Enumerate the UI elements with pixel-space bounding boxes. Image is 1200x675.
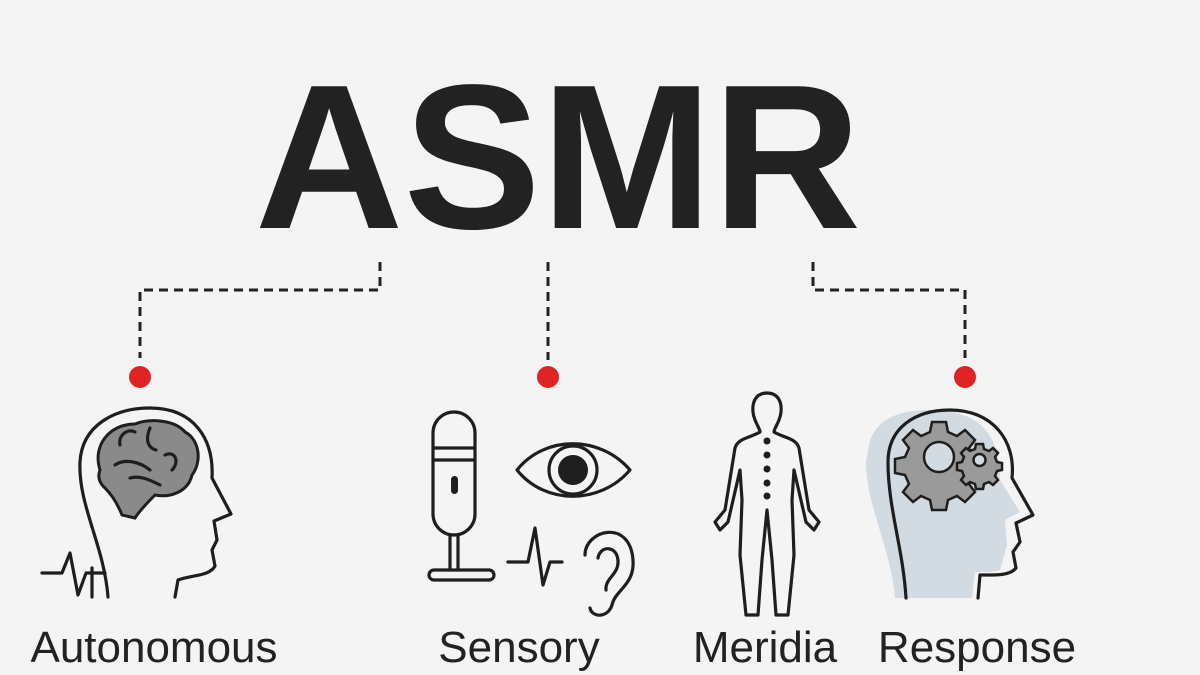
label-meridia: Meridia <box>693 623 838 672</box>
human-body-icon <box>713 391 821 617</box>
connector-response <box>811 262 967 358</box>
brain-head-icon <box>40 406 233 599</box>
label-response: Response <box>878 623 1076 672</box>
red-dot <box>129 366 151 388</box>
red-dot <box>537 366 559 388</box>
connector-autonomous <box>138 262 382 358</box>
red-dot <box>954 366 976 388</box>
microphone-eye-ear-icon <box>427 410 635 617</box>
label-sensory: Sensory <box>438 623 599 672</box>
label-autonomous: Autonomous <box>30 623 277 672</box>
gear-head-icon <box>866 408 1035 600</box>
title: ASMR <box>255 42 862 272</box>
